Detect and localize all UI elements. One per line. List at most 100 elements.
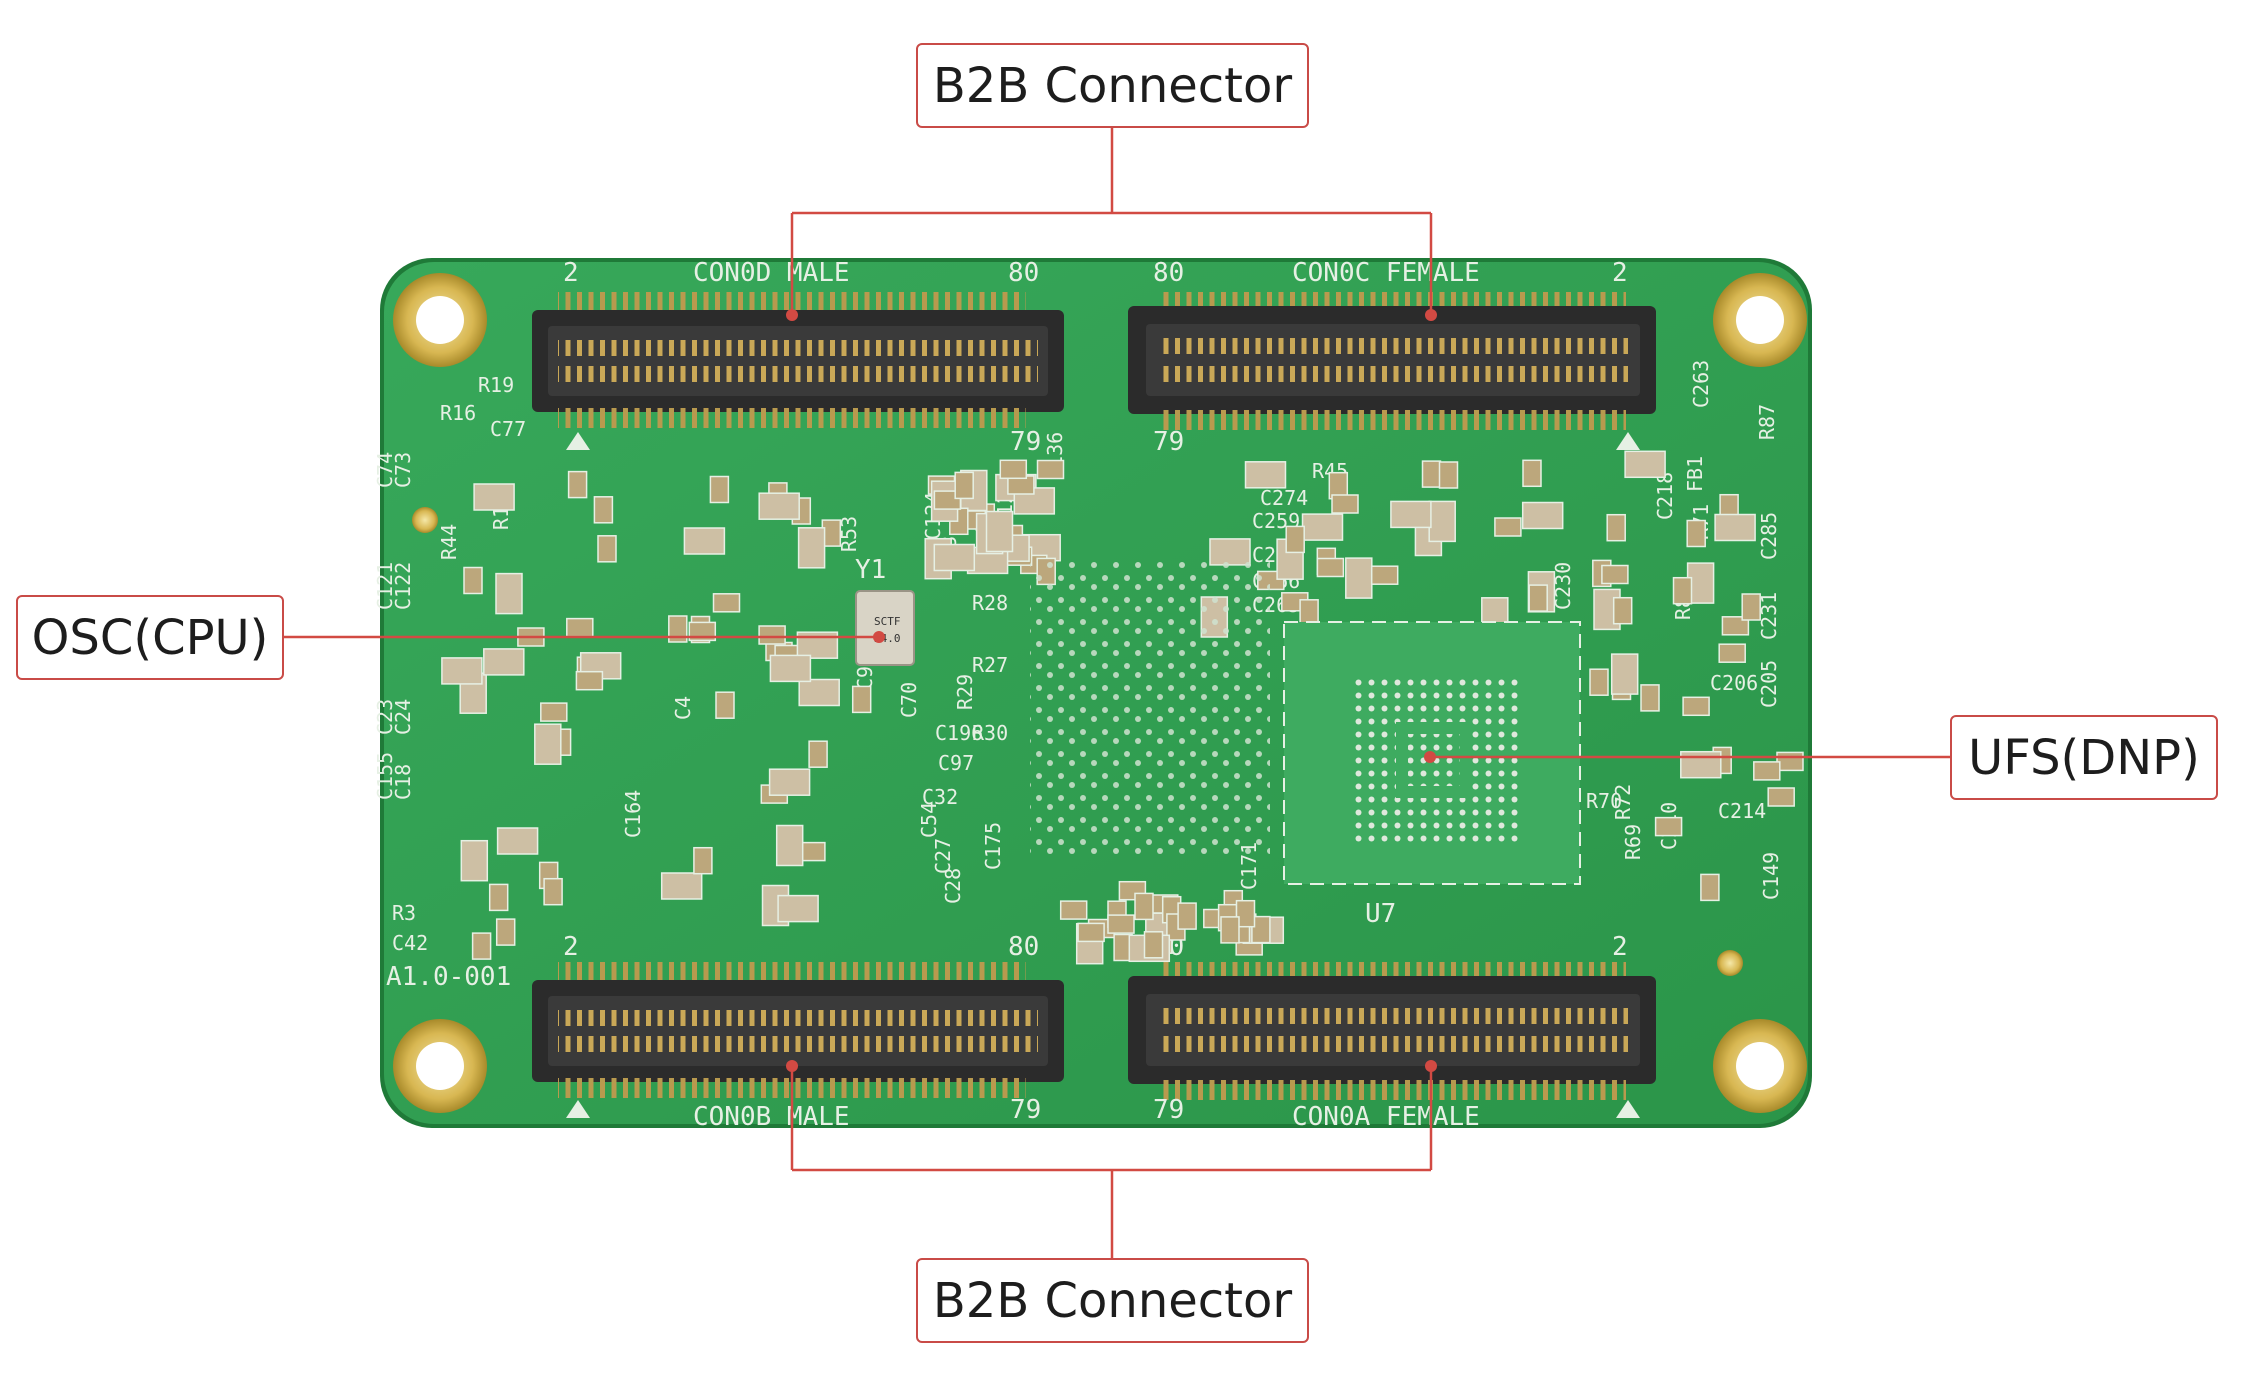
smd-component bbox=[1390, 500, 1432, 529]
b2b-connector-a bbox=[1128, 962, 1656, 1100]
smd-component bbox=[777, 894, 819, 923]
silk-refdes: R70 bbox=[1586, 789, 1622, 813]
smd-component bbox=[1251, 915, 1271, 944]
silk-refdes: C231 bbox=[1757, 592, 1781, 640]
smd-component bbox=[543, 877, 563, 906]
silk-refdes: FB1 bbox=[1683, 456, 1707, 492]
smd-component bbox=[1610, 653, 1639, 695]
callout-label: B2B Connector bbox=[932, 57, 1293, 114]
smd-component bbox=[1285, 525, 1305, 554]
oscillator-y1: SCTF 24.0 bbox=[855, 590, 915, 666]
silk-revision: A1.0-001 bbox=[386, 962, 511, 992]
smd-component bbox=[798, 678, 840, 707]
smd-component bbox=[1059, 900, 1088, 920]
smd-component bbox=[483, 648, 525, 676]
mounting-hole-top-left bbox=[393, 273, 487, 367]
smd-component bbox=[709, 475, 730, 504]
mounting-hole-top-right bbox=[1713, 273, 1807, 367]
silk-pin-80: 80 bbox=[1008, 258, 1039, 288]
silk-y1: Y1 bbox=[855, 555, 886, 585]
silk-refdes: C218 bbox=[1653, 472, 1677, 520]
silk-refdes: C149 bbox=[1759, 852, 1783, 900]
smd-component bbox=[1606, 513, 1626, 542]
silk-refdes: C155 bbox=[373, 752, 397, 800]
silk-pin-80: 80 bbox=[1008, 932, 1039, 962]
smd-component bbox=[495, 572, 523, 615]
mounting-hole-bottom-right bbox=[1713, 1019, 1807, 1113]
smd-component bbox=[712, 593, 741, 613]
smd-component bbox=[1741, 593, 1761, 621]
smd-component bbox=[1624, 450, 1666, 479]
smd-component bbox=[1721, 616, 1750, 636]
silk-refdes: C73 bbox=[391, 452, 415, 488]
silk-refdes: R69 bbox=[1621, 824, 1645, 860]
smd-component bbox=[1134, 892, 1154, 921]
smd-component bbox=[1680, 750, 1722, 779]
via-field bbox=[1030, 560, 1270, 860]
leader-lines bbox=[284, 128, 1950, 1258]
callout-ufs-dnp: UFS(DNP) bbox=[1950, 715, 2218, 800]
silk-refdes: C32 bbox=[922, 785, 958, 809]
mounting-hole-bottom-left bbox=[393, 1019, 487, 1113]
smd-component bbox=[1370, 565, 1399, 585]
smd-component bbox=[1494, 517, 1522, 537]
smd-component bbox=[1767, 787, 1795, 807]
callout-label: B2B Connector bbox=[932, 1272, 1293, 1329]
silk-refdes: C74 bbox=[373, 452, 397, 488]
smd-component bbox=[769, 654, 812, 683]
silk-refdes: C24 bbox=[391, 699, 415, 735]
smd-component bbox=[473, 483, 515, 511]
silk-con-c: CON0C FEMALE bbox=[1292, 258, 1480, 288]
silk-pin-2: 2 bbox=[563, 258, 579, 288]
silk-refdes: C77 bbox=[490, 417, 526, 441]
smd-component bbox=[715, 691, 735, 719]
smd-component bbox=[1301, 513, 1344, 541]
silk-u7: U7 bbox=[1365, 899, 1396, 929]
smd-component bbox=[985, 510, 1014, 553]
smd-component bbox=[1107, 914, 1135, 934]
silk-refdes: R3 bbox=[392, 901, 416, 925]
silk-refdes: C27 bbox=[931, 838, 955, 874]
b2b-connector-d bbox=[532, 292, 1064, 428]
smd-component bbox=[460, 839, 489, 882]
callout-label: UFS(DNP) bbox=[1968, 729, 2200, 786]
smd-component bbox=[1700, 873, 1720, 902]
smd-component bbox=[1220, 916, 1240, 944]
smd-component bbox=[797, 527, 826, 569]
smd-component bbox=[1316, 557, 1345, 578]
smd-component bbox=[808, 740, 828, 768]
silk-refdes: C122 bbox=[391, 562, 415, 610]
smd-component bbox=[593, 496, 614, 524]
smd-component bbox=[683, 527, 726, 555]
smd-component bbox=[1522, 459, 1542, 488]
silk-refdes: C28 bbox=[941, 868, 965, 904]
silk-refdes: R30 bbox=[972, 721, 1008, 745]
silk-refdes: C70 bbox=[897, 682, 921, 718]
silk-refdes: C205 bbox=[1757, 660, 1781, 708]
smd-component bbox=[1601, 564, 1629, 585]
silk-refdes: C196 bbox=[935, 721, 983, 745]
smd-component bbox=[1654, 816, 1683, 837]
silk-pin-80: 80 bbox=[1153, 258, 1184, 288]
smd-component bbox=[1640, 684, 1660, 712]
smd-component bbox=[1776, 751, 1804, 772]
silk-pin-2: 2 bbox=[1612, 932, 1628, 962]
silk-con-d: CON0D MALE bbox=[693, 258, 850, 288]
leader-endpoints bbox=[786, 309, 1437, 1072]
fiducial-left bbox=[412, 507, 438, 533]
smd-component bbox=[1521, 501, 1564, 530]
callout-b2b-connector-top: B2B Connector bbox=[916, 43, 1309, 128]
smd-component bbox=[1235, 899, 1256, 928]
smd-component bbox=[758, 492, 800, 520]
silk-refdes: C4 bbox=[671, 696, 695, 720]
silk-refdes: R87 bbox=[1755, 404, 1779, 440]
silk-refdes: C206 bbox=[1710, 671, 1758, 695]
smd-component bbox=[1686, 519, 1706, 548]
smd-component bbox=[1672, 576, 1693, 605]
b2b-connector-c bbox=[1128, 292, 1656, 430]
smd-component bbox=[1143, 931, 1164, 959]
silk-refdes: C263 bbox=[1689, 360, 1713, 408]
callout-label: OSC(CPU) bbox=[31, 609, 269, 666]
smd-component bbox=[1718, 643, 1746, 663]
silk-refdes: C285 bbox=[1757, 512, 1781, 560]
